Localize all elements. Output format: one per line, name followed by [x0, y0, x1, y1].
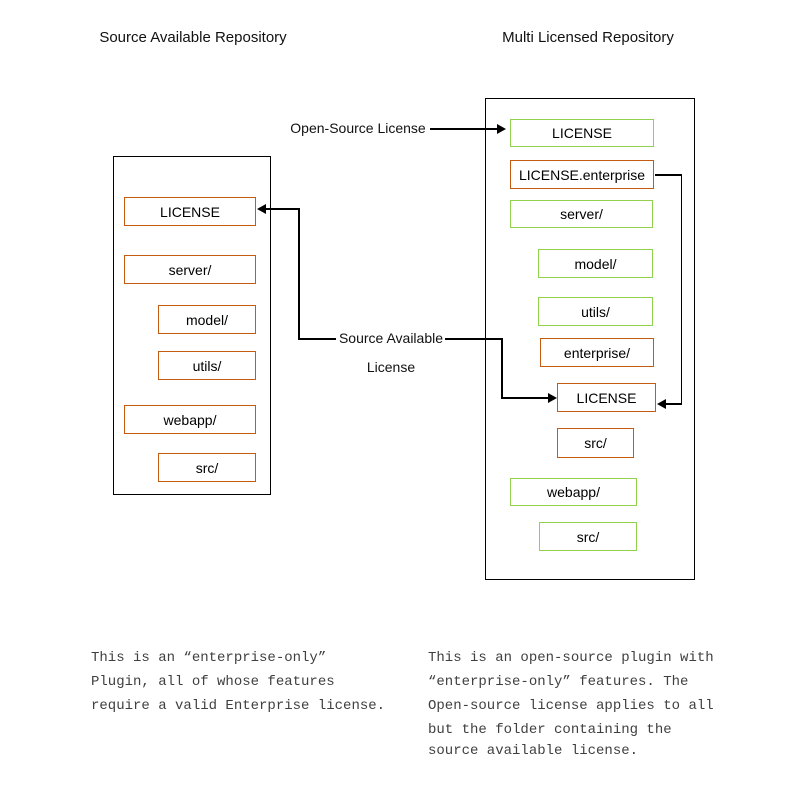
open-source-license-label: Open-Source License [290, 120, 426, 136]
right-file-utils: utils/ [538, 297, 653, 326]
source-available-left-line-h2 [298, 338, 336, 340]
source-available-label-line2: License [366, 359, 416, 375]
right-note-line-1: This is an open-source plugin with [428, 650, 714, 666]
source-available-right-line-h2 [501, 397, 548, 399]
source-available-right-line-v [501, 338, 503, 398]
source-available-right-arrowhead-icon [548, 393, 557, 403]
left-file-model: model/ [158, 305, 256, 334]
left-file-license: LICENSE [124, 197, 256, 226]
enterprise-loop-line-h1 [655, 174, 682, 176]
source-available-label-line1: Source Available [338, 330, 444, 346]
enterprise-loop-line-v [680, 174, 682, 405]
right-file-server: server/ [510, 200, 653, 228]
left-note-line-3: require a valid Enterprise license. [91, 698, 386, 714]
right-note-line-3: Open-source license applies to all [428, 698, 714, 714]
right-file-license-top: LICENSE [510, 119, 654, 147]
source-available-left-arrowhead-icon [257, 204, 266, 214]
right-repo-note: This is an open-source plugin with “ente… [428, 646, 714, 761]
source-available-right-line-h1 [445, 338, 503, 340]
source-available-left-line-v [298, 208, 300, 340]
right-note-line-5: source available license. [428, 743, 639, 759]
left-file-webapp: webapp/ [124, 405, 256, 434]
left-note-line-1: This is an “enterprise-only” [91, 650, 327, 666]
right-file-model: model/ [538, 249, 653, 278]
right-file-license-inner: LICENSE [557, 383, 656, 412]
source-available-left-line-h1 [265, 208, 299, 210]
left-file-utils: utils/ [158, 351, 256, 380]
right-file-license-enterprise: LICENSE.enterprise [510, 160, 654, 189]
open-source-arrow-line [430, 128, 498, 130]
enterprise-loop-arrowhead-icon [657, 399, 666, 409]
left-file-server: server/ [124, 255, 256, 284]
right-file-src-webapp: src/ [539, 522, 637, 551]
right-repo-title: Multi Licensed Repository [502, 29, 674, 46]
left-repo-title: Source Available Repository [99, 29, 287, 46]
right-note-line-2: “enterprise-only” features. The [428, 674, 689, 690]
right-file-enterprise-dir: enterprise/ [540, 338, 654, 367]
right-note-line-4: but the folder containing the [428, 722, 672, 738]
left-note-line-2: Plugin, all of whose features [91, 674, 335, 690]
enterprise-loop-line-h2 [665, 403, 682, 405]
right-file-webapp: webapp/ [510, 478, 637, 506]
left-repo-note: This is an “enterprise-only” Plugin, all… [91, 646, 385, 718]
left-file-src: src/ [158, 453, 256, 482]
right-file-src-inner: src/ [557, 428, 634, 458]
open-source-arrowhead-icon [497, 124, 506, 134]
